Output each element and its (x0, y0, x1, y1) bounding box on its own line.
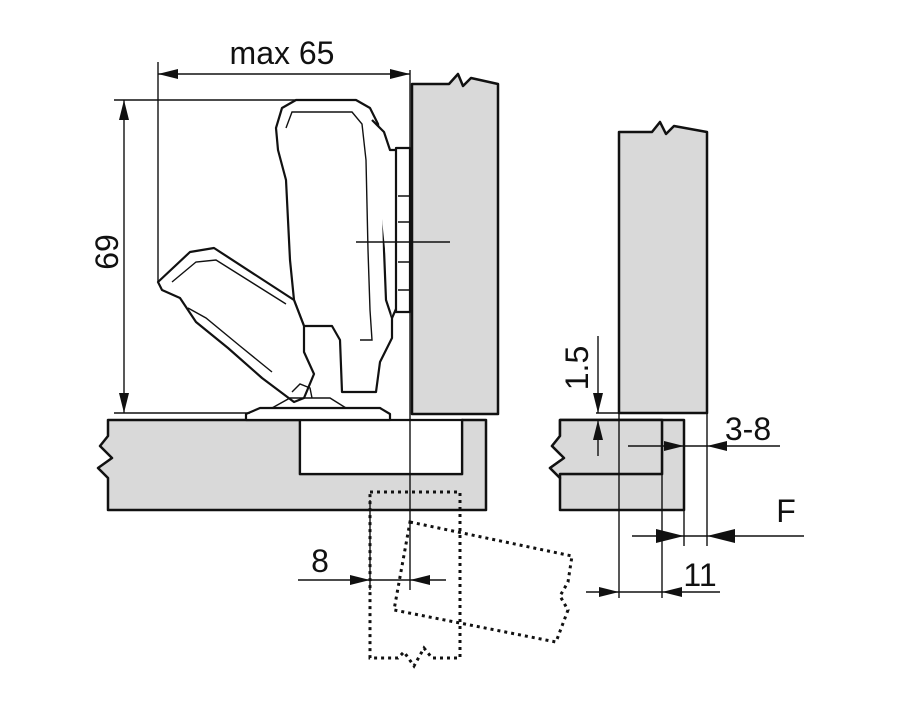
hinge-cup-base (271, 397, 347, 409)
hinge-cup-recess (298, 418, 464, 476)
overlay-8-arrow-left (350, 575, 370, 585)
open-door-outline-straight (368, 490, 462, 669)
gap-1-5-label: 1.5 (559, 346, 595, 390)
gap-1-5-arrow-up (593, 420, 603, 440)
dim-11-label: 11 (683, 557, 716, 593)
dim-11-arrow-right (662, 587, 682, 597)
hinge-cup (244, 406, 392, 422)
overlay-8-arrow-right (410, 575, 430, 585)
force-label: F (776, 493, 796, 529)
height-69-arrow-top (119, 100, 129, 120)
range-3-8-arrow-right (707, 441, 727, 451)
mounting-plate (394, 146, 412, 314)
height-69-label: 69 (89, 234, 125, 270)
detail-door-break (548, 418, 664, 480)
open-door-outline-swung (392, 520, 574, 644)
height-69-arrow-bottom (119, 393, 129, 413)
hinge-pivot (291, 383, 313, 399)
max-65-arrow-right (390, 69, 410, 79)
mounting-plate-screws (398, 195, 410, 291)
force-arrow-right (707, 529, 735, 543)
dim-11-arrow-left (599, 587, 619, 597)
hinge-link-inner (171, 259, 287, 373)
hinge-arm-inner (285, 111, 373, 341)
max-65-label: max 65 (230, 35, 335, 71)
max-65-arrow-left (158, 69, 178, 79)
hinge-arm (274, 98, 394, 394)
range-3-8-label: 3-8 (725, 411, 771, 447)
overlay-8-label: 8 (311, 543, 329, 579)
gap-1-5-arrow-down (593, 393, 603, 413)
force-arrow-left (656, 529, 684, 543)
range-3-8-arrow-left (664, 441, 684, 451)
cabinet-side-panel (410, 72, 500, 416)
detail-cabinet-side-panel (617, 120, 709, 415)
